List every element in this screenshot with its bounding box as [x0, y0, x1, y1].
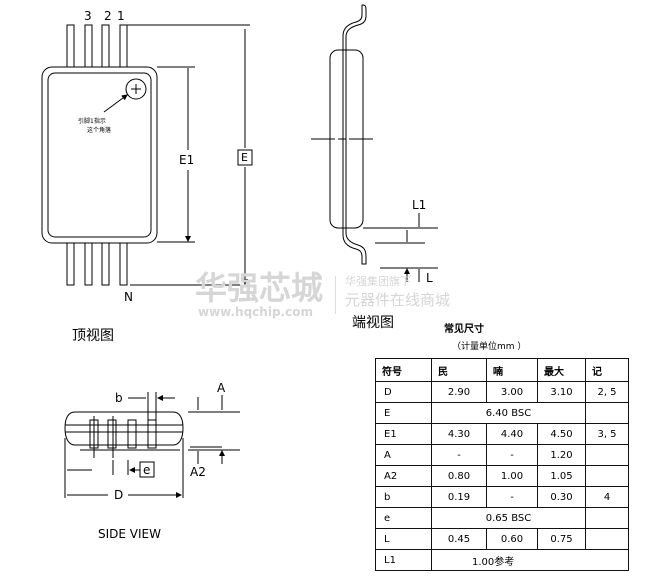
cell-symbol: E1 — [375, 423, 432, 445]
watermark-line2: 元器件在线商城 — [345, 291, 451, 309]
dim-e1-label: E1 — [179, 153, 195, 167]
dim-l1-label: L1 — [412, 198, 427, 212]
pin1-marker-icon — [125, 78, 147, 100]
dim-a2-label: A2 — [190, 465, 206, 479]
cell-nom: 4.40 — [486, 423, 538, 445]
cell-symbol: D — [375, 381, 432, 403]
cell-symbol: E — [375, 402, 432, 424]
header-nom: 喃 — [486, 358, 538, 382]
header-note: 记 — [585, 358, 629, 382]
pin1-note-2: 这个角落 — [87, 127, 112, 134]
cell-min: 0.19 — [431, 486, 487, 508]
pin-label-1: 1 — [117, 9, 125, 23]
pin-label-3: 3 — [84, 9, 92, 23]
cell-note — [585, 528, 629, 550]
cell-nom: 1.00 — [486, 465, 538, 487]
dim-d-label: D — [114, 488, 124, 502]
top-view-caption: 顶视图 — [72, 328, 114, 344]
cell-symbol: A — [375, 444, 432, 466]
table-header-row: 符号 民 喃 最大 记 — [375, 358, 629, 382]
cell-symbol: b — [375, 486, 432, 508]
cell-note — [585, 465, 629, 487]
cell-max: 1.05 — [537, 465, 586, 487]
cell-note: 3, 5 — [585, 423, 629, 445]
cell-symbol: A2 — [375, 465, 432, 487]
table-row: A--1.20 — [375, 444, 629, 466]
cell-max: 4.50 — [537, 423, 586, 445]
cell-nom: 0.60 — [486, 528, 538, 550]
end-view-caption: 端视图 — [352, 315, 394, 331]
pin-label-n: N — [124, 290, 133, 304]
cell-max: 0.30 — [537, 486, 586, 508]
cell-span: 1.00参考 — [431, 549, 629, 571]
cell-symbol: L1 — [375, 549, 432, 571]
side-view — [64, 392, 240, 498]
cell-max: 3.10 — [537, 381, 586, 403]
watermark-brand: 华强芯城 — [195, 269, 324, 307]
cell-min: 4.30 — [431, 423, 487, 445]
pin-label-2: 2 — [104, 9, 112, 23]
pin1-note: 引脚1指示 — [78, 118, 106, 125]
watermark-line1: 华强集团旗下 — [345, 275, 411, 288]
dim-b-label: b — [115, 391, 123, 405]
cell-max: 1.20 — [537, 444, 586, 466]
table-title: 常见尺寸 — [444, 324, 484, 335]
dim-e-label: E — [241, 151, 248, 164]
cell-symbol: e — [375, 507, 432, 529]
header-symbol: 符号 — [375, 358, 432, 382]
dim-l-label: L — [426, 271, 433, 285]
cell-min: 0.45 — [431, 528, 487, 550]
cell-span: 0.65 BSC — [431, 507, 586, 529]
watermark-url: www.hqchip.com — [198, 305, 313, 319]
table-subtitle: （计量单位mm ） — [452, 342, 527, 352]
top-view — [41, 24, 253, 285]
cell-nom: 3.00 — [486, 381, 538, 403]
cell-nom: - — [486, 486, 538, 508]
cell-min: - — [431, 444, 487, 466]
end-view — [311, 4, 438, 282]
cell-note: 4 — [585, 486, 629, 508]
watermark-divider — [335, 276, 336, 314]
header-min: 民 — [431, 358, 487, 382]
cell-nom: - — [486, 444, 538, 466]
cell-symbol: L — [375, 528, 432, 550]
dim-a-label: A — [217, 381, 226, 395]
cell-span: 6.40 BSC — [431, 402, 586, 424]
cell-note — [585, 444, 629, 466]
cell-min: 0.80 — [431, 465, 487, 487]
cell-note — [585, 402, 629, 424]
cell-max: 0.75 — [537, 528, 586, 550]
cell-note: 2, 5 — [585, 381, 629, 403]
cell-note — [585, 507, 629, 529]
header-max: 最大 — [537, 358, 586, 382]
cell-min: 2.90 — [431, 381, 487, 403]
side-view-caption: SIDE VIEW — [98, 527, 161, 541]
dim-e-pitch-label: e — [143, 463, 151, 477]
package-body — [41, 66, 158, 244]
